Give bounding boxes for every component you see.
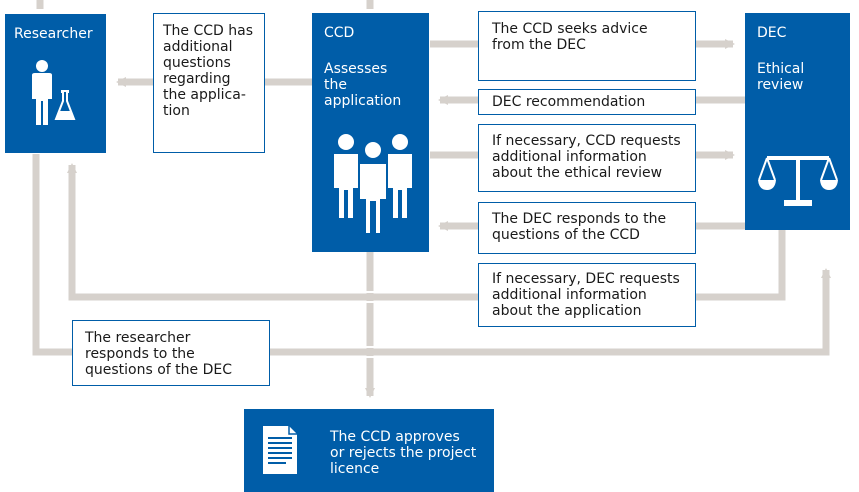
arrow-researcher-to-dec-response bbox=[32, 154, 831, 356]
message-ccd-seeks-advice-text: The CCD seeks advice from the DEC bbox=[492, 21, 648, 53]
message-dec-recommendation: DEC recommendation bbox=[478, 89, 696, 115]
message-ccd-questions: The CCD has additional questions regardi… bbox=[153, 13, 265, 153]
message-dec-requests-info: If necessary, DEC requests additional in… bbox=[478, 263, 696, 327]
message-researcher-responds-text: The researcher responds to the questions… bbox=[85, 330, 232, 378]
outcome-text: The CCD approves or rejects the project … bbox=[330, 429, 477, 477]
message-dec-requests-info-text: If necessary, DEC requests additional in… bbox=[492, 271, 680, 319]
message-ccd-requests-info-text: If necessary, CCD requests additional in… bbox=[492, 133, 681, 181]
actor-researcher-label: Researcher bbox=[14, 26, 93, 42]
person-with-flask-icon bbox=[32, 60, 76, 125]
message-researcher-responds: The researcher responds to the questions… bbox=[72, 320, 270, 386]
actor-dec-subtitle: Ethical review bbox=[757, 61, 805, 93]
actor-ccd: CCD Assesses the application bbox=[312, 13, 429, 252]
actor-ccd-label: CCD bbox=[324, 25, 355, 41]
message-dec-responds: The DEC responds to the questions of the… bbox=[478, 202, 696, 254]
outcome-box: The CCD approves or rejects the project … bbox=[244, 409, 494, 492]
actor-dec: DEC Ethical review bbox=[745, 13, 850, 230]
message-ccd-questions-text: The CCD has additional questions regardi… bbox=[163, 23, 254, 119]
actor-researcher: Researcher bbox=[5, 14, 106, 153]
actor-ccd-subtitle: Assesses the application bbox=[324, 61, 402, 109]
actor-dec-label: DEC bbox=[757, 25, 787, 41]
group-of-people-icon bbox=[334, 134, 412, 235]
arrow-dec-to-researcher-request bbox=[67, 163, 786, 301]
scales-icon bbox=[758, 156, 838, 206]
message-dec-recommendation-text: DEC recommendation bbox=[492, 94, 646, 110]
message-dec-responds-text: The DEC responds to the questions of the… bbox=[492, 211, 667, 243]
message-ccd-requests-info: If necessary, CCD requests additional in… bbox=[478, 124, 696, 192]
document-icon bbox=[263, 426, 297, 474]
message-ccd-seeks-advice: The CCD seeks advice from the DEC bbox=[478, 11, 696, 81]
